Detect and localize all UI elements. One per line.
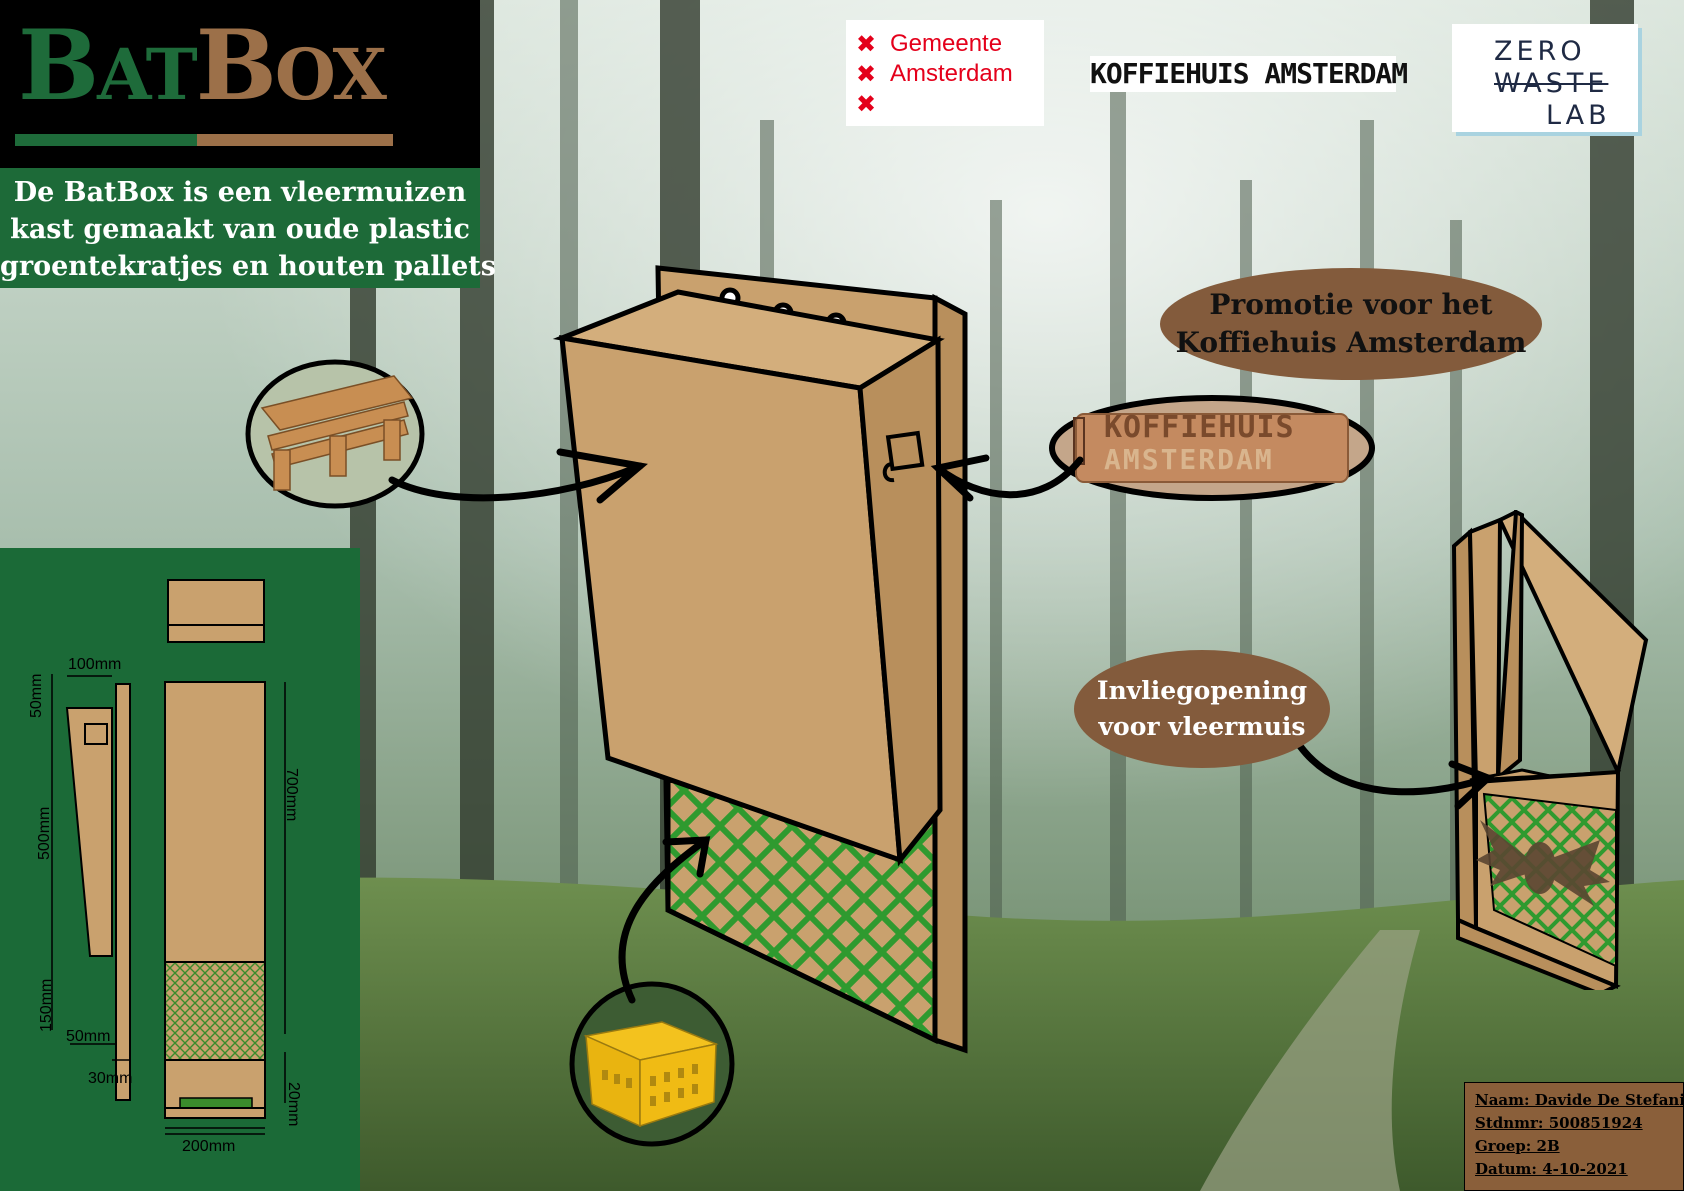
- gemeente-amsterdam-logo: ✖ ✖ ✖ Gemeente Amsterdam: [846, 20, 1044, 126]
- koffiehuis-plank-circle: [1049, 395, 1375, 501]
- cross-icon: ✖: [856, 30, 877, 58]
- entrance-bubble: Invliegopening voor vleermuis: [1074, 650, 1330, 768]
- title-underline-green: [15, 134, 197, 146]
- dimension-lines: [51, 674, 286, 1135]
- cross-icon: ✖: [856, 90, 877, 118]
- dimension-50mm-bottom: 50mm: [66, 1028, 111, 1045]
- title-underline-brown: [197, 134, 393, 146]
- student-info-box: Naam: Davide De Stefanis Stdnmr: 5008519…: [1464, 1082, 1684, 1191]
- crate-circle: [569, 981, 735, 1147]
- title-box-initial: B: [195, 9, 277, 122]
- entrance-line-1: Invliegopening: [1096, 676, 1308, 705]
- zero-waste-lab-logo: ZERO WASTE LAB: [1452, 24, 1638, 132]
- koffiehuis-plank-line-1: KOFFIEHUIS: [1104, 410, 1295, 445]
- title-box-rest: OX: [274, 33, 387, 116]
- pallet-circle: [245, 359, 425, 509]
- description-panel: De BatBox is een vleermuizen kast gemaak…: [0, 168, 496, 288]
- zwl-line-3: LAB: [1546, 100, 1611, 131]
- gemeente-line-2: Amsterdam: [890, 60, 1013, 87]
- gemeente-line-1: Gemeente: [890, 30, 1003, 57]
- description-line-1: De BatBox is een vleermuizen: [13, 177, 467, 208]
- title-bat-rest: AT: [97, 33, 198, 116]
- cross-icon: ✖: [856, 60, 877, 88]
- entrance-line-2: voor vleermuis: [1098, 712, 1306, 741]
- title-bat-initial: B: [18, 9, 99, 122]
- crate-arrow: [618, 836, 710, 1004]
- promotion-line-2: Koffiehuis Amsterdam: [1175, 326, 1527, 359]
- side-view-front: [65, 707, 113, 957]
- top-view: [167, 579, 265, 643]
- koffiehuis-amsterdam-logo: KOFFIEHUIS AMSTERDAM: [1090, 56, 1408, 92]
- date: Datum: 4-10-2021: [1475, 1160, 1628, 1178]
- batbox-side-illustration: [1451, 510, 1649, 990]
- student-number: Stdnmr: 500851924: [1475, 1114, 1643, 1132]
- pallet-arrow: [388, 462, 644, 502]
- description-line-3: groentekratjes en houten pallets: [0, 251, 496, 282]
- bottom-view-drawing: [164, 1059, 266, 1129]
- bat-icon: [1476, 820, 1610, 906]
- batbox-illustration: [552, 265, 968, 1054]
- invlieg-arrow: [1296, 742, 1492, 796]
- promotion-line-1: Promotie voor het: [1209, 288, 1493, 321]
- dimension-200mm: 200mm: [182, 1138, 236, 1155]
- zwl-line-2: WASTE: [1494, 68, 1609, 99]
- side-view-back: [115, 683, 131, 1101]
- description-line-2: kast gemaakt van oude plastic: [10, 214, 470, 245]
- hook-icon: [84, 723, 108, 745]
- zwl-line-1: ZERO: [1494, 36, 1586, 67]
- dimension-30mm: 30mm: [88, 1070, 133, 1087]
- page-title: BATBOX: [18, 18, 387, 116]
- student-name: Naam: Davide De Stefanis: [1475, 1091, 1684, 1109]
- student-group: Groep: 2B: [1475, 1137, 1560, 1155]
- promotion-bubble: Promotie voor het Koffiehuis Amsterdam: [1160, 268, 1542, 380]
- dimension-100mm: 100mm: [68, 656, 122, 673]
- koffiehuis-plank-line-2: AMSTERDAM: [1104, 443, 1274, 476]
